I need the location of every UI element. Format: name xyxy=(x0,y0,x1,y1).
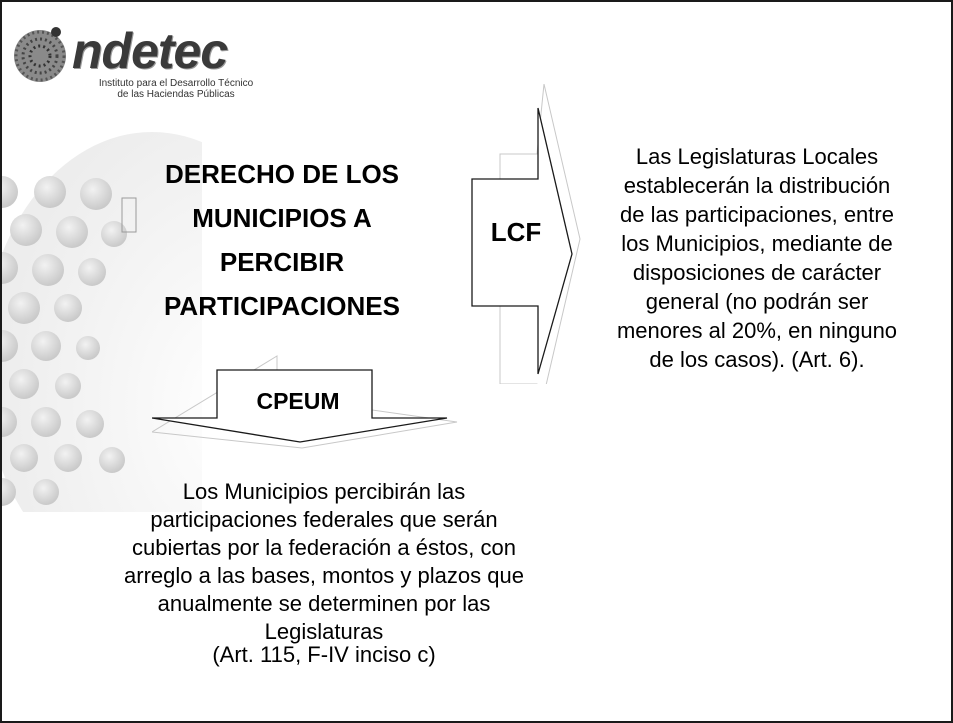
deco-tab xyxy=(121,197,137,233)
logo-emblem-icon xyxy=(14,27,66,82)
dots-decoration xyxy=(2,132,202,512)
dot-grid xyxy=(2,176,127,506)
cpeum-label: CPEUM xyxy=(256,388,340,414)
lcf-text-line: disposiciones de carácter xyxy=(632,260,882,285)
slide-title: DERECHO DE LOS MUNICIPIOS A PERCIBIR PAR… xyxy=(122,152,442,328)
lcf-label: LCF xyxy=(490,217,542,247)
cpeum-description: Los Municipios percibirán las participac… xyxy=(114,478,534,646)
cpeum-text-line: anualmente se determinen por las xyxy=(157,591,491,616)
cpeum-text-line: arreglo a las bases, montos y plazos que xyxy=(124,563,524,588)
lcf-description: Las Legislaturas Locales establecerán la… xyxy=(576,142,938,374)
lcf-text-line: de las participaciones, entre xyxy=(620,202,894,227)
cpeum-text-line: participaciones federales que serán xyxy=(150,507,498,532)
cpeum-text-line: cubiertas por la federación a éstos, con xyxy=(131,535,516,560)
indetec-logo: ndetec Instituto para el Desarrollo Técn… xyxy=(10,16,280,106)
title-line: MUNICIPIOS A xyxy=(192,203,372,233)
lcf-text-line: menores al 20%, en ninguno xyxy=(616,318,898,343)
logo-subtitle-line: Instituto para el Desarrollo Técnico xyxy=(98,78,254,89)
logo-subtitle-line: de las Haciendas Públicas xyxy=(117,89,235,100)
lcf-text-line: establecerán la distribución xyxy=(623,173,891,198)
cpeum-arrow xyxy=(152,355,458,449)
lcf-arrow xyxy=(471,84,581,384)
cpeum-text-line: Los Municipios percibirán las xyxy=(182,479,466,504)
logo-subtitle: Instituto para el Desarrollo Técnico de … xyxy=(76,78,276,100)
lcf-text-line: general (no podrán ser xyxy=(645,289,869,314)
lcf-text-line: Las Legislaturas Locales xyxy=(635,144,879,169)
lcf-text-line: los Municipios, mediante de xyxy=(621,231,893,256)
title-line: DERECHO DE LOS xyxy=(164,159,400,189)
cpeum-reference: (Art. 115, F-IV inciso c) xyxy=(212,642,436,667)
logo-wordmark: ndetec xyxy=(72,23,228,79)
title-line: PARTICIPACIONES xyxy=(164,291,400,321)
lcf-text-line: de los casos). (Art. 6). xyxy=(649,347,865,372)
title-line: PERCIBIR xyxy=(219,247,345,277)
cpeum-text-line: Legislaturas xyxy=(264,619,384,644)
